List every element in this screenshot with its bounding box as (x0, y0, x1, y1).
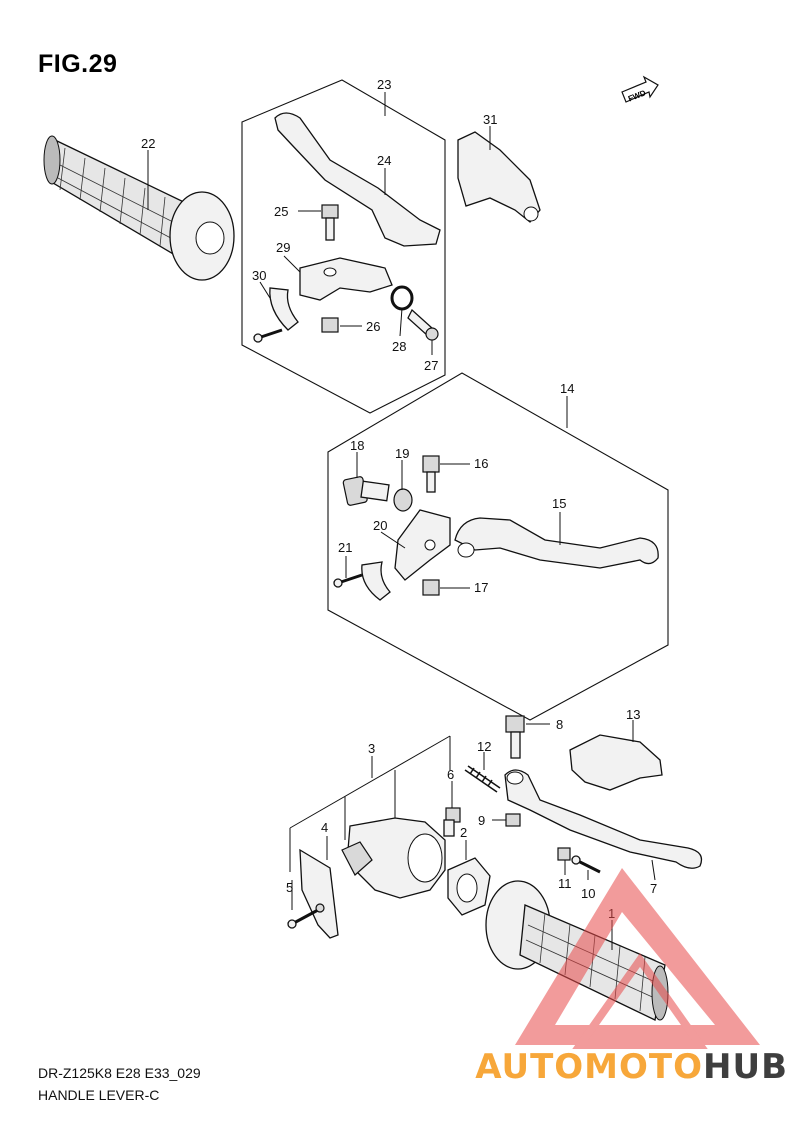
callout-17: 17 (474, 580, 488, 595)
lever-7 (504, 769, 703, 869)
group-box-14 (327, 372, 669, 721)
callout-labels: 22 23 24 25 29 30 26 28 27 31 14 15 18 1… (141, 77, 657, 921)
callout-8: 8 (556, 717, 563, 732)
callout-29: 29 (276, 240, 290, 255)
callout-5: 5 (286, 880, 293, 895)
screw-10 (571, 855, 601, 874)
bolt-25 (321, 204, 339, 241)
lever-cover-31 (457, 131, 541, 223)
bolt-16 (422, 455, 440, 493)
nut-17 (422, 579, 440, 596)
lever-15 (454, 517, 659, 569)
brand-part-2: HUB (703, 1047, 788, 1087)
callout-9: 9 (478, 813, 485, 828)
lever-holder-29 (299, 257, 393, 301)
leader-lines (147, 92, 656, 950)
callout-12: 12 (477, 739, 491, 754)
plate-4 (299, 848, 339, 939)
callout-26: 26 (366, 319, 380, 334)
callout-24: 24 (377, 153, 391, 168)
callout-2: 2 (460, 825, 467, 840)
callout-6: 6 (447, 767, 454, 782)
callout-10: 10 (581, 886, 595, 901)
grip-22 (43, 135, 235, 281)
watermark-brand-text: AUTOMOTOHUB (475, 1047, 788, 1087)
lever-cover-13 (569, 734, 663, 791)
clamp-30 (269, 287, 299, 331)
callout-30: 30 (252, 268, 266, 283)
group-box-23 (241, 79, 446, 414)
screw-30 (253, 328, 283, 343)
callout-4: 4 (321, 820, 328, 835)
model-code: DR-Z125K8 E28 E33_029 (38, 1065, 201, 1081)
nut-9 (505, 813, 521, 827)
callout-15: 15 (552, 496, 566, 511)
nut-11 (557, 847, 571, 861)
callout-11: 11 (558, 876, 572, 891)
callout-3: 3 (368, 741, 375, 756)
section-name: HANDLE LEVER-C (38, 1087, 160, 1103)
adjuster-18 (342, 476, 390, 506)
callout-16: 16 (474, 456, 488, 471)
callout-18: 18 (350, 438, 364, 453)
callout-28: 28 (392, 339, 406, 354)
bolt-6 (443, 807, 461, 837)
bolt-8 (505, 715, 525, 759)
bolt-27 (407, 308, 439, 341)
callout-13: 13 (626, 707, 640, 722)
callout-25: 25 (274, 204, 288, 219)
callout-20: 20 (373, 518, 387, 533)
fwd-arrow-icon: FWD (621, 75, 659, 103)
callout-19: 19 (395, 446, 409, 461)
lever-holder-20 (394, 509, 451, 581)
lever-24 (274, 112, 441, 247)
callout-21: 21 (338, 540, 352, 555)
brand-part-1: AUTOMOTO (475, 1047, 704, 1087)
watermark-logo-icon (515, 868, 760, 1049)
callout-14: 14 (560, 381, 574, 396)
screw-5 (287, 903, 325, 929)
callout-31: 31 (483, 112, 497, 127)
screw-21 (333, 573, 363, 588)
callout-22: 22 (141, 136, 155, 151)
callout-23: 23 (377, 77, 391, 92)
spring-12 (464, 765, 501, 793)
figure-title: FIG.29 (38, 50, 118, 78)
nut-26 (321, 317, 339, 333)
callout-7: 7 (650, 881, 657, 896)
nut-19 (393, 488, 413, 512)
washer-28 (390, 285, 414, 311)
clamp-21 (361, 561, 391, 601)
callout-27: 27 (424, 358, 438, 373)
